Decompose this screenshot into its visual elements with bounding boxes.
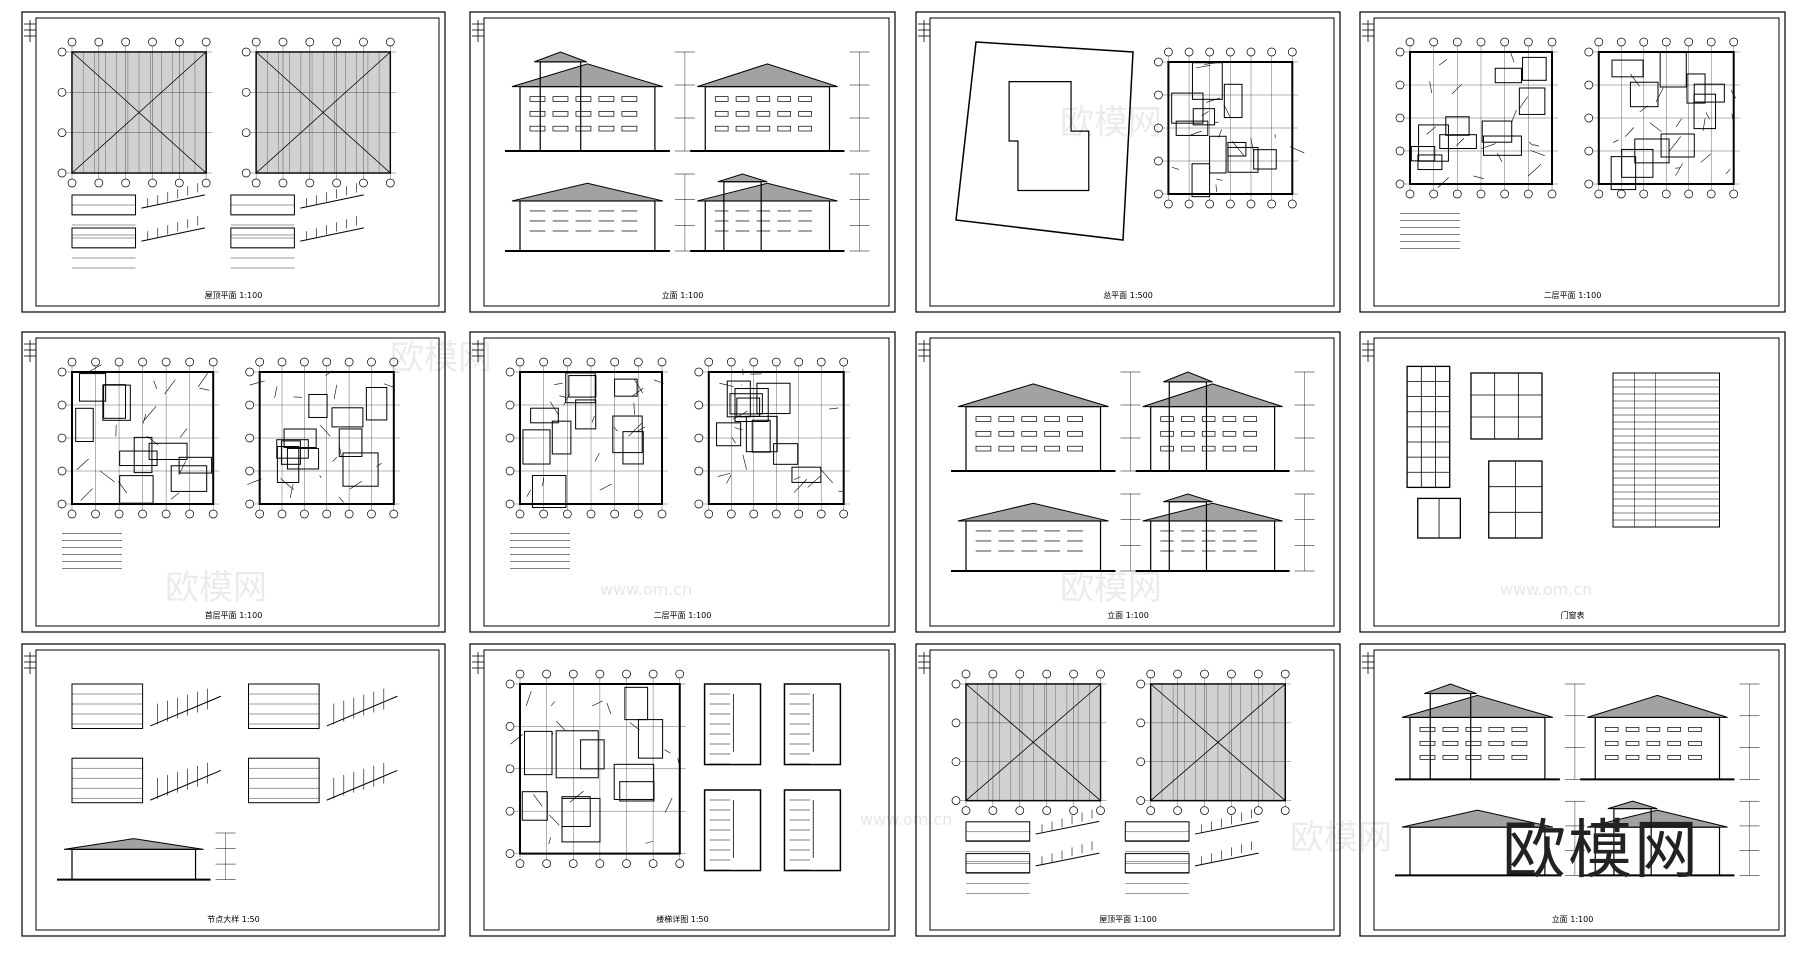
watermark-url: www.om.cn [860, 810, 953, 829]
watermark-brand: 欧模网 [390, 338, 492, 378]
watermark-brand: 欧模网 [165, 568, 267, 608]
sheet-caption: 首层平面 1:100 [205, 610, 263, 620]
drawing-sheet: 立面 1:100 [469, 11, 896, 313]
drawing-sheet: 总平面 1:500 [915, 11, 1341, 313]
drawing-sheet: 首层平面 1:100 [21, 331, 446, 633]
watermark-url: www.om.cn [600, 580, 693, 599]
watermark-url: www.om.cn [1500, 580, 1593, 599]
sheet-caption: 二层平面 1:100 [1544, 291, 1602, 300]
drawing-sheet: 立面 1:100 [915, 331, 1341, 633]
drawing-sheet: 立面 1:100 [1359, 643, 1786, 937]
drawing-sheet: 二层平面 1:100 [1359, 11, 1786, 313]
watermark-brand: 欧模网 [1060, 568, 1162, 608]
sheet-caption: 二层平面 1:100 [654, 611, 712, 620]
drawing-sheet: 二层平面 1:100 [469, 331, 896, 633]
drawing-sheet: 屋顶平面 1:100 [915, 643, 1341, 937]
drawing-sheet: 节点大样 1:50 [21, 643, 446, 937]
watermark-brand: 欧模网 [1060, 103, 1162, 143]
sheet-caption: 屋顶平面 1:100 [205, 291, 263, 300]
watermark-brand: 欧模网 [1290, 818, 1392, 858]
drawing-sheet: 屋顶平面 1:100 [21, 11, 446, 313]
sheet-caption: 立面 1:100 [1552, 914, 1594, 924]
sheet-caption: 立面 1:100 [1107, 610, 1149, 620]
drawing-sheet: 门窗表 [1359, 331, 1786, 633]
sheet-caption: 立面 1:100 [662, 290, 704, 300]
sheet-caption: 屋顶平面 1:100 [1099, 915, 1157, 924]
sheet-caption: 总平面 1:500 [1103, 290, 1153, 300]
watermark-logo: 欧模网 [1502, 814, 1700, 888]
sheet-caption: 楼梯详图 1:50 [656, 914, 709, 924]
sheet-caption: 节点大样 1:50 [207, 914, 260, 924]
drawing-sheet: 楼梯详图 1:50 [469, 643, 896, 937]
sheet-caption: 门窗表 [1561, 610, 1585, 620]
